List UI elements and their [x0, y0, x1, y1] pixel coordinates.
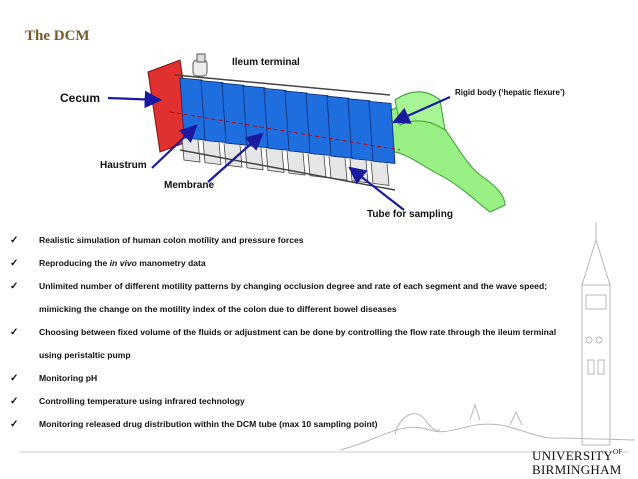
feature-bullet-list: ✓ Realistic simulation of human colon mo… — [10, 229, 580, 436]
checkmark-icon: ✓ — [10, 419, 19, 430]
checkmark-icon: ✓ — [10, 235, 19, 246]
segment-clamp — [202, 140, 222, 166]
bullet-item: ✓ Reproducing the in vivo manometry data — [10, 252, 580, 275]
segment-clamp — [307, 153, 327, 179]
label-rigid-body: Rigid body (‘hepatic flexure’) — [455, 88, 565, 97]
bullet-item: ✓ Monitoring pH — [10, 367, 580, 390]
bullet-item: ✓ Controlling temperature using infrared… — [10, 390, 580, 413]
label-ileum-terminal: Ileum terminal — [232, 57, 300, 68]
leader-arrows — [107, 90, 451, 211]
university-logo: UNIVERSITYOF BIRMINGHAM — [532, 448, 623, 477]
bullet-item: ✓ Monitoring released drug distribution … — [10, 413, 580, 436]
label-cecum: Cecum — [60, 91, 101, 105]
checkmark-icon: ✓ — [10, 396, 19, 407]
bullet-item: ✓ Unlimited number of different motility… — [10, 275, 580, 321]
bullet-item: ✓ Realistic simulation of human colon mo… — [10, 229, 580, 252]
checkmark-icon: ✓ — [10, 281, 19, 292]
haustrum-segment — [368, 100, 396, 164]
segment-clamp — [181, 137, 201, 163]
checkmark-icon: ✓ — [10, 327, 19, 338]
segment-clamp — [244, 145, 264, 171]
dcm-diagram — [107, 53, 506, 213]
checkmark-icon: ✓ — [10, 258, 19, 269]
segment-clamp — [286, 150, 306, 176]
segment-clamp — [370, 161, 390, 186]
label-haustrum: Haustrum — [100, 160, 147, 171]
ileum-terminal-inlet — [192, 53, 208, 77]
label-tube-for-sampling: Tube for sampling — [367, 209, 453, 220]
slide-title: The DCM — [25, 28, 90, 44]
bullet-item: ✓ Choosing between fixed volume of the f… — [10, 321, 580, 367]
checkmark-icon: ✓ — [10, 373, 19, 384]
label-membrane: Membrane — [164, 180, 215, 191]
